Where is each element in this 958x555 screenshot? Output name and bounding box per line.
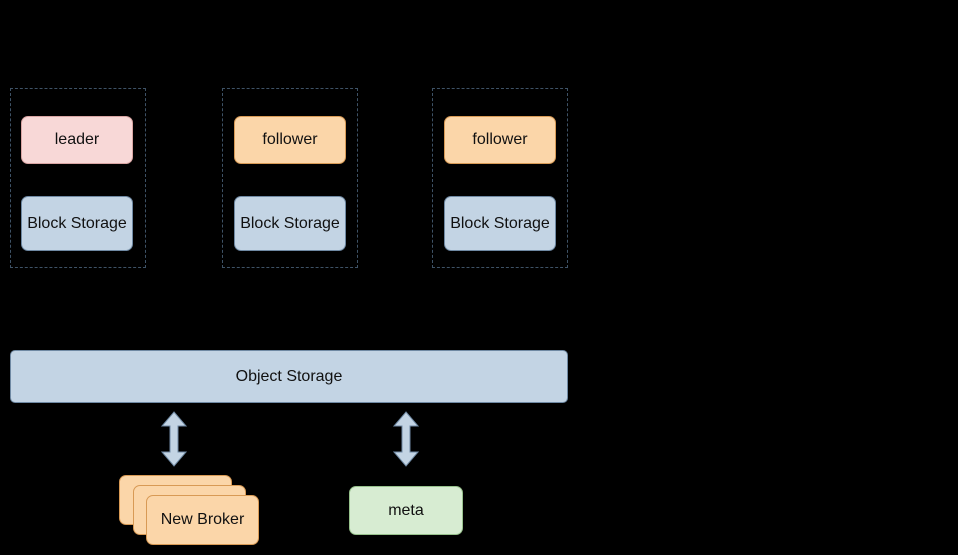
meta-storage-arrow	[393, 411, 419, 467]
follower-node-1: follower	[234, 116, 346, 164]
block-storage-1: Block Storage	[21, 196, 133, 251]
broker-storage-arrow	[161, 411, 187, 467]
meta-node: meta	[349, 486, 463, 535]
replica-group-1	[10, 88, 146, 268]
replica-group-2	[222, 88, 358, 268]
leader-node: leader	[21, 116, 133, 164]
new-broker-node: New Broker	[146, 495, 259, 545]
follower-node-2: follower	[444, 116, 556, 164]
replica-group-3	[432, 88, 568, 268]
block-storage-3: Block Storage	[444, 196, 556, 251]
block-storage-2: Block Storage	[234, 196, 346, 251]
object-storage: Object Storage	[10, 350, 568, 403]
